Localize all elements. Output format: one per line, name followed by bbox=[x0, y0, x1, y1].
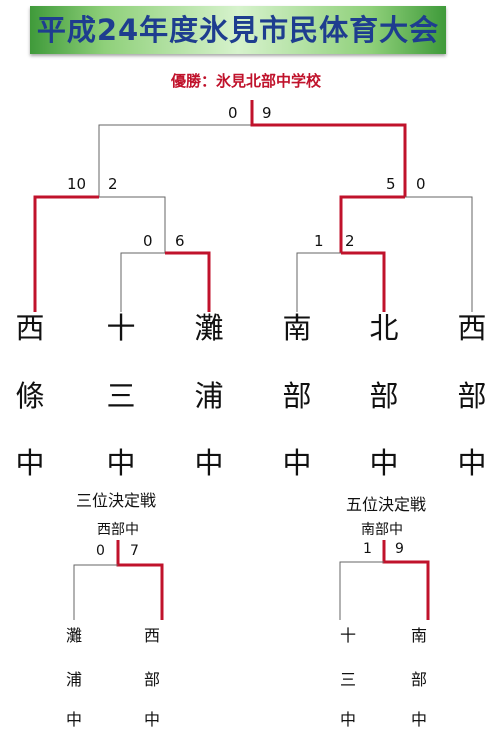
team-char: 西 bbox=[143, 626, 160, 645]
team-char: 中 bbox=[194, 446, 224, 480]
fifth-left-score: 1 bbox=[363, 541, 372, 557]
semi-right-lose-line bbox=[405, 196, 473, 312]
third-left-score: 0 bbox=[96, 543, 105, 559]
team-char: 條 bbox=[15, 379, 45, 413]
semi-right-win-line bbox=[339, 195, 405, 253]
third-win-top-line bbox=[116, 540, 164, 620]
fifth-lose-line bbox=[339, 561, 384, 620]
team-char: 三 bbox=[106, 379, 136, 413]
team-char: 中 bbox=[410, 710, 427, 729]
team-char: 西 bbox=[457, 311, 487, 345]
team-char: 部 bbox=[369, 379, 399, 413]
team-char: 中 bbox=[143, 710, 160, 729]
fifth-right-score: 9 bbox=[395, 541, 404, 557]
team-char: 部 bbox=[410, 670, 427, 689]
quarter-left-lose-line bbox=[120, 252, 165, 312]
team-char: 灘 bbox=[65, 626, 82, 645]
final-right-score: 9 bbox=[262, 104, 272, 122]
semi-left-left-score: 10 bbox=[67, 175, 87, 193]
team-char: 浦 bbox=[194, 379, 224, 413]
team-char: 灘 bbox=[194, 311, 224, 345]
final-right-line bbox=[250, 100, 407, 197]
team-char: 中 bbox=[457, 446, 487, 480]
final-left-line bbox=[98, 124, 252, 197]
champion-label: 優勝：氷見北部中学校 bbox=[170, 72, 321, 90]
team-char: 十 bbox=[339, 626, 356, 645]
fifth-place-title: 五位決定戦 bbox=[345, 495, 426, 514]
team-char: 部 bbox=[457, 379, 487, 413]
title-banner: 平成24年度氷見市民体育大会 bbox=[30, 6, 446, 54]
team-char: 南 bbox=[282, 311, 312, 345]
team-char: 中 bbox=[106, 446, 136, 480]
third-place-winner: 西部中 bbox=[97, 522, 139, 538]
semi-right-left-score: 5 bbox=[386, 175, 396, 193]
quarter-left-left-score: 0 bbox=[143, 232, 153, 250]
team-char: 十 bbox=[106, 311, 136, 345]
semi-right-right-score: 0 bbox=[416, 175, 426, 193]
team-char: 中 bbox=[282, 446, 312, 480]
quarter-right-right-score: 2 bbox=[345, 232, 355, 250]
third-place-title: 三位決定戦 bbox=[75, 491, 156, 510]
team-char: 部 bbox=[143, 670, 160, 689]
team-char: 部 bbox=[282, 379, 312, 413]
team-char: 中 bbox=[369, 446, 399, 480]
team-char: 中 bbox=[65, 710, 82, 729]
team-char: 中 bbox=[15, 446, 45, 480]
third-lose-line bbox=[73, 564, 118, 620]
fifth-place-winner: 南部中 bbox=[361, 522, 403, 538]
final-left-score: 0 bbox=[228, 104, 238, 122]
fifth-win-top-line bbox=[382, 540, 430, 620]
tournament-title: 平成24年度氷見市民体育大会 bbox=[36, 13, 440, 47]
team-char: 中 bbox=[339, 710, 356, 729]
semi-left-right-score: 2 bbox=[108, 175, 118, 193]
semi-left-win-line bbox=[33, 195, 99, 312]
team-char: 浦 bbox=[65, 670, 82, 689]
quarter-right-left-score: 1 bbox=[314, 232, 324, 250]
semi-left-lose-line bbox=[99, 196, 166, 253]
quarter-left-win-line bbox=[165, 251, 211, 312]
third-right-score: 7 bbox=[130, 543, 139, 559]
quarter-left-right-score: 6 bbox=[175, 232, 185, 250]
quarter-right-win-line bbox=[341, 251, 386, 312]
team-char: 西 bbox=[15, 311, 45, 345]
quarter-right-lose-line bbox=[296, 252, 341, 312]
team-char: 北 bbox=[369, 311, 399, 345]
team-char: 南 bbox=[410, 626, 427, 645]
team-char: 三 bbox=[339, 670, 356, 689]
